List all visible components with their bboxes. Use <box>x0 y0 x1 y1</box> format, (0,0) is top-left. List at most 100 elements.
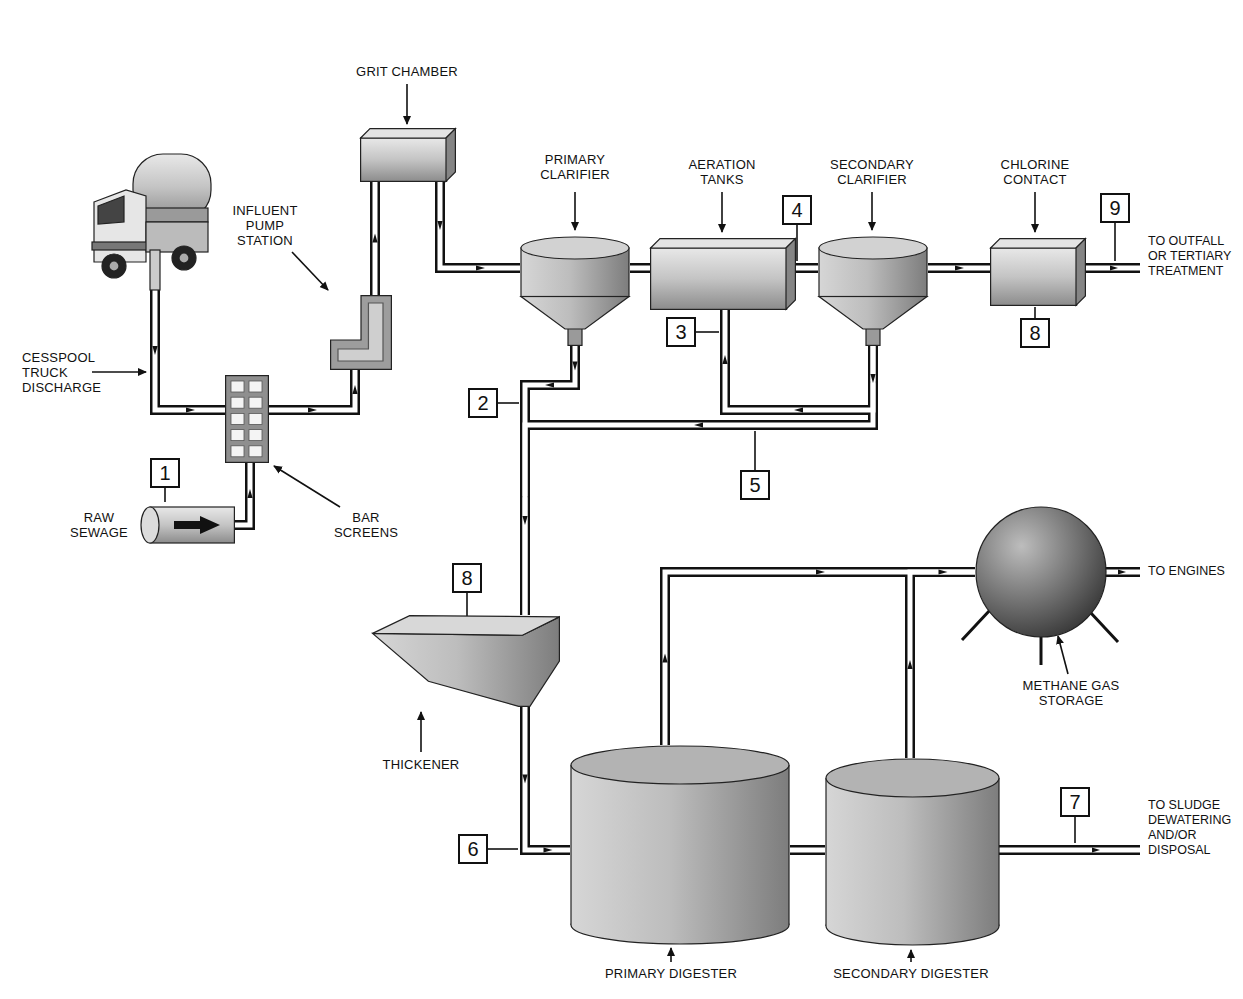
pipe-bore <box>725 310 873 410</box>
drawing-part <box>1084 263 1140 273</box>
flow-arrowhead <box>544 847 553 852</box>
thickener-tank: THICKENER <box>372 615 560 707</box>
component-label: GRIT CHAMBER <box>348 64 466 79</box>
component-label: BAR SCREENS <box>330 510 402 540</box>
pipe-connector <box>440 182 520 268</box>
pipe-flow <box>790 850 825 851</box>
component-label: CESSPOOL TRUCK DISCHARGE <box>22 350 114 395</box>
pipe-flow <box>372 182 377 295</box>
digester-tank <box>825 758 1000 946</box>
pipe-connector <box>525 346 575 615</box>
component-label: CHLORINE CONTACT <box>985 157 1085 187</box>
drawing-part <box>174 516 220 534</box>
pipe-flow <box>928 265 990 270</box>
pipe-flow <box>437 182 520 271</box>
drawing-part <box>976 507 1106 637</box>
callout-number: 4 <box>782 195 812 225</box>
callout-number: 5 <box>740 470 770 500</box>
drawing-part <box>98 196 124 224</box>
callout-number: 3 <box>666 317 696 347</box>
drawing-part <box>361 138 447 181</box>
drawing-part <box>788 765 789 925</box>
drawing-part <box>991 239 1086 306</box>
drawing-part <box>651 239 796 310</box>
drawing-part <box>826 759 999 797</box>
drawing-part <box>866 328 880 345</box>
pipe-flow <box>907 569 975 758</box>
pipe-interiors <box>152 182 990 853</box>
drawing-part <box>361 129 456 138</box>
callout-number: 9 <box>1100 193 1130 223</box>
drawing-part <box>1084 266 1141 271</box>
outlet-label: TO SLUDGE DEWATERING AND/OR DISPOSAL <box>1148 798 1238 858</box>
aeration-tank: AERATION TANKS <box>650 238 796 310</box>
drawing-part <box>249 397 262 408</box>
leader-arrow <box>92 84 1068 962</box>
drawing-part <box>571 746 789 784</box>
drawing-part <box>498 402 519 404</box>
pipe-bore <box>235 463 250 525</box>
component-label: PRIMARY DIGESTER <box>591 966 751 981</box>
drawing-part <box>786 239 795 310</box>
flow-arrowhead <box>907 660 912 669</box>
flow-arrowhead <box>939 569 948 574</box>
sewer-pipe: RAW SEWAGE <box>140 503 235 547</box>
pipe-bore <box>525 346 575 615</box>
flow-arrowhead <box>247 489 252 498</box>
pipe-flow <box>522 346 577 615</box>
callout-number: 8 <box>1020 318 1050 348</box>
chlorine-tank: CHLORINE CONTACT <box>990 238 1086 306</box>
pipe-flow <box>152 290 225 413</box>
pipe-flow <box>522 707 570 853</box>
drawing-part <box>1040 636 1043 665</box>
drawing-part <box>331 296 392 370</box>
pipe-bore <box>796 266 818 271</box>
component-label: SECONDARY DIGESTER <box>816 966 1006 981</box>
pipe-flow <box>235 463 253 525</box>
component-label: THICKENER <box>371 757 471 772</box>
pump-station <box>330 295 392 370</box>
pipe-connector <box>725 310 873 410</box>
pipe-connector <box>665 572 975 745</box>
digester-tank <box>570 745 790 945</box>
pipe-flow <box>269 370 358 413</box>
outlet-label: TO ENGINES <box>1148 564 1236 579</box>
pipe-bore <box>910 572 975 758</box>
flow-arrowhead <box>662 654 667 663</box>
drawing-part <box>466 593 468 616</box>
pipe-flow <box>796 268 818 269</box>
drawing-part <box>819 297 927 330</box>
flow-arrowhead <box>476 265 485 270</box>
outlet-label: TO OUTFALL OR TERTIARY TREATMENT <box>1148 234 1236 279</box>
drawing-part <box>651 248 787 309</box>
pipe-connector <box>155 290 225 410</box>
pipe-flow <box>662 569 975 745</box>
clarifier-tank: PRIMARY CLARIFIER <box>520 236 630 346</box>
flow-arrowhead <box>794 407 803 412</box>
drawing-part <box>164 488 166 502</box>
callout-number: 2 <box>468 388 498 418</box>
pipe-bore <box>440 182 520 268</box>
drawing-part <box>420 712 422 752</box>
drawing-part <box>1092 848 1100 853</box>
grit-chamber: GRIT CHAMBER <box>360 128 456 182</box>
callout-number: 8 <box>452 563 482 593</box>
flow-arrowhead <box>572 362 577 371</box>
drawing-part <box>231 397 244 408</box>
drawing-part <box>696 331 719 333</box>
cesspool-truck <box>88 150 213 290</box>
drawing-part <box>92 371 146 373</box>
component-label: PRIMARY CLARIFIER <box>525 152 625 182</box>
drawing-part <box>871 192 873 230</box>
drawing-part <box>331 296 392 370</box>
pipe-connector <box>928 263 990 273</box>
flow-arrowhead <box>955 265 964 270</box>
pipe-bore <box>269 370 355 410</box>
drawing-part <box>996 848 1141 853</box>
drawing-part <box>754 431 756 470</box>
bar-screen <box>225 375 269 463</box>
drawing-part <box>574 192 576 230</box>
callout-number: 7 <box>1060 787 1090 817</box>
drawing-part <box>141 507 159 543</box>
drawing-part <box>796 225 798 261</box>
